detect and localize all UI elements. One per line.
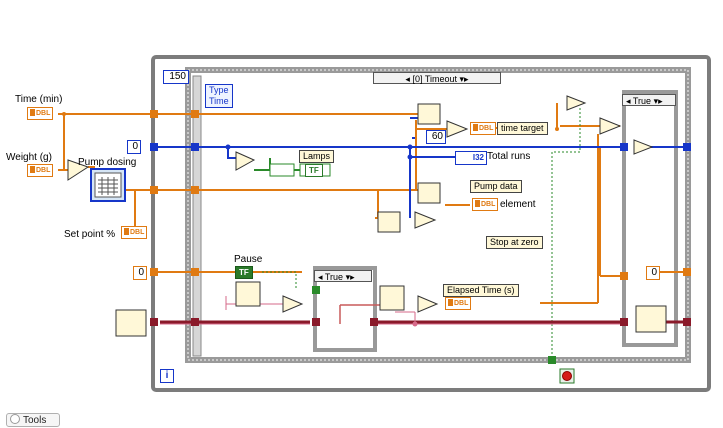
increment-node	[235, 151, 256, 171]
iteration-terminal-icon: i	[160, 369, 174, 383]
time-dbl-control[interactable]: DBL	[27, 107, 54, 120]
weight-label: Weight (g)	[6, 152, 52, 163]
time-target-label: time target	[497, 122, 548, 135]
timeout-constant[interactable]: 150	[163, 70, 189, 84]
timestamp-indicator	[635, 305, 667, 333]
outer-next-icon[interactable]: ▾▸	[653, 96, 663, 106]
case-next-icon[interactable]: ▾▸	[459, 74, 469, 84]
total-runs-label: Total runs	[487, 151, 531, 162]
equal-node	[414, 211, 437, 229]
timestamp-control	[115, 309, 147, 337]
element-label: element	[500, 199, 536, 210]
pause-label: Pause	[234, 254, 263, 265]
tick-count-node-2	[379, 285, 405, 311]
lamps-label: Lamps	[299, 150, 335, 163]
outer-case-selector[interactable]: ◂ True ▾▸	[622, 94, 676, 106]
inner-next-icon[interactable]: ▾▸	[345, 272, 355, 282]
multiply-node-2	[446, 120, 469, 138]
outer-case-label: True	[632, 96, 652, 106]
multiply-node	[67, 159, 90, 181]
lamps-indicator[interactable]: TF	[305, 164, 323, 177]
sixty-constant[interactable]: 60	[426, 130, 446, 144]
case-selector-label: [0] Timeout	[412, 74, 457, 84]
time-target-dbl[interactable]: DBL	[470, 122, 497, 135]
subtract-node	[282, 295, 304, 313]
pump-data-label: Pump data	[470, 180, 522, 193]
weight-dbl-control[interactable]: DBL	[27, 164, 54, 177]
greater-node	[599, 117, 622, 135]
time-label: Time (min)	[15, 94, 63, 105]
set-point-dbl-indicator[interactable]: DBL	[121, 226, 148, 239]
total-runs-i32[interactable]: I32	[455, 151, 487, 165]
array-size-node	[377, 211, 401, 233]
subtract-node-2	[417, 295, 439, 313]
element-dbl[interactable]: DBL	[472, 198, 499, 211]
set-point-label: Set point %	[64, 229, 116, 240]
inner-case-selector[interactable]: ◂ True ▾▸	[314, 270, 372, 282]
case-prev-icon[interactable]: ◂	[405, 74, 410, 84]
index-array-node	[417, 103, 441, 125]
timed-type-node[interactable]: Type Time	[205, 84, 233, 108]
timed-left-border	[192, 75, 202, 357]
timed-time-label: Time	[209, 96, 229, 106]
elapsed-time-dbl[interactable]: DBL	[445, 297, 472, 310]
tools-button-label: Tools	[23, 415, 47, 426]
tools-button[interactable]: Tools	[6, 413, 60, 427]
while-loop-frame	[151, 55, 711, 392]
right-zero-constant[interactable]: 0	[646, 266, 660, 280]
elapsed-time-label: Elapsed Time (s)	[443, 284, 519, 297]
stop-at-zero-label: Stop at zero	[486, 236, 543, 249]
increment-node-2	[633, 139, 654, 155]
event-case-selector[interactable]: ◂ [0] Timeout ▾▸	[373, 72, 501, 84]
pump-dosing-label: Pump dosing	[78, 157, 137, 168]
inner-case-label: True	[324, 272, 344, 282]
timed-type-label: Type	[209, 85, 229, 95]
inner-prev-icon[interactable]: ◂	[318, 272, 323, 282]
outer-prev-icon[interactable]: ◂	[626, 96, 631, 106]
zero-constant[interactable]: 0	[127, 140, 141, 154]
zero-constant-orange[interactable]: 0	[133, 266, 147, 280]
tools-radio-icon	[10, 414, 20, 424]
tick-count-node	[235, 281, 261, 307]
pause-control[interactable]: TF	[235, 266, 253, 279]
equal-zero-node	[566, 95, 587, 111]
index-array-node-2	[417, 182, 441, 204]
